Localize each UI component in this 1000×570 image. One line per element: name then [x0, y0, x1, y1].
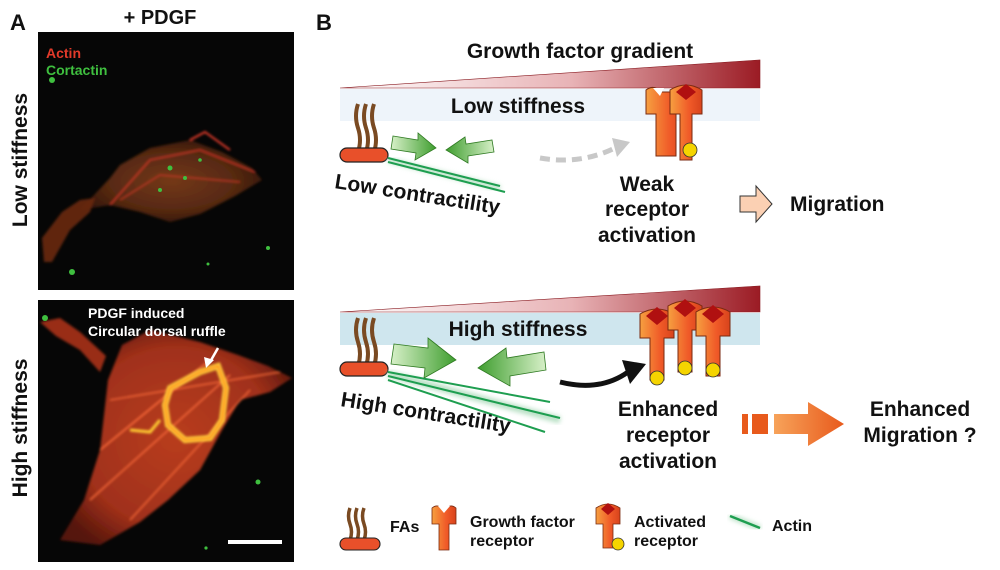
high-contractility-label: High contractility	[339, 388, 512, 438]
micrograph-low-stiffness: Actin Cortactin	[38, 32, 294, 290]
receptor-pair-low	[645, 84, 703, 161]
migration-arrow-low	[739, 184, 773, 224]
panel-b-letter: B	[316, 10, 332, 35]
annotation-arrow	[204, 347, 220, 368]
enhanced-migration-arrow	[742, 402, 844, 446]
contractility-arrow-right-high	[390, 337, 457, 379]
weak-signal-dashed-arrow	[539, 138, 630, 163]
scale-bar	[228, 540, 282, 544]
legend-activated-receptor-icon	[595, 503, 625, 551]
legend-fas-label: FAs	[390, 519, 419, 536]
annotation-line-1: PDGF induced	[88, 305, 184, 321]
growth-factor-gradient-wedge-high	[339, 285, 761, 313]
focal-adhesion-low	[339, 103, 389, 163]
micrograph-high-stiffness: PDGF induced Circular dorsal ruffle	[38, 300, 294, 562]
enhanced-receptor-line-2: receptor	[626, 424, 710, 447]
activated-receptor-trio-high	[639, 299, 731, 386]
weak-receptor-line-2: receptor	[605, 198, 689, 221]
legend-actin-icon	[729, 513, 761, 531]
enhanced-receptor-line-3: activation	[619, 450, 717, 473]
row-label-high-stiffness: High stiffness	[9, 359, 32, 498]
legend-gf-line-1: Growth factor	[470, 514, 575, 531]
gradient-title: Growth factor gradient	[467, 40, 693, 63]
low-contractility-label: Low contractility	[333, 170, 502, 219]
legend-act-line-1: Activated	[634, 514, 706, 531]
growth-factor-gradient-wedge	[339, 59, 761, 89]
high-stiffness-label: High stiffness	[449, 318, 588, 341]
stain-label-cortactin: Cortactin	[46, 62, 107, 78]
weak-receptor-line-3: activation	[598, 224, 696, 247]
panel-a-letter: A	[10, 10, 26, 35]
migration-label: Migration	[790, 193, 885, 216]
contractility-arrow-left-low	[445, 136, 495, 164]
row-label-low-stiffness: Low stiffness	[9, 93, 32, 227]
actin-fibres-low	[387, 157, 506, 193]
annotation-line-2: Circular dorsal ruffle	[88, 323, 226, 339]
legend-gf-line-2: receptor	[470, 533, 534, 550]
legend-actin-label: Actin	[772, 518, 812, 535]
low-stiffness-label: Low stiffness	[451, 95, 585, 118]
contractility-arrow-left-high	[477, 347, 547, 387]
legend-fa-icon	[339, 507, 381, 551]
enhanced-migration-line-2: Migration ?	[863, 424, 976, 447]
weak-receptor-line-1: Weak	[620, 173, 675, 196]
contractility-arrow-right-low	[390, 132, 437, 161]
legend-growth-factor-receptor-icon	[431, 505, 457, 551]
enhanced-migration-line-1: Enhanced	[870, 398, 970, 421]
legend-act-line-2: receptor	[634, 533, 698, 550]
actin-fibres-high	[387, 370, 561, 433]
legend: FAs Growth factor receptor Activated rec…	[339, 503, 812, 551]
stain-label-actin: Actin	[46, 45, 81, 61]
panel-a-condition: + PDGF	[124, 7, 197, 29]
focal-adhesion-high	[339, 317, 389, 377]
strong-signal-arrow	[559, 360, 646, 388]
enhanced-receptor-line-1: Enhanced	[618, 398, 718, 421]
